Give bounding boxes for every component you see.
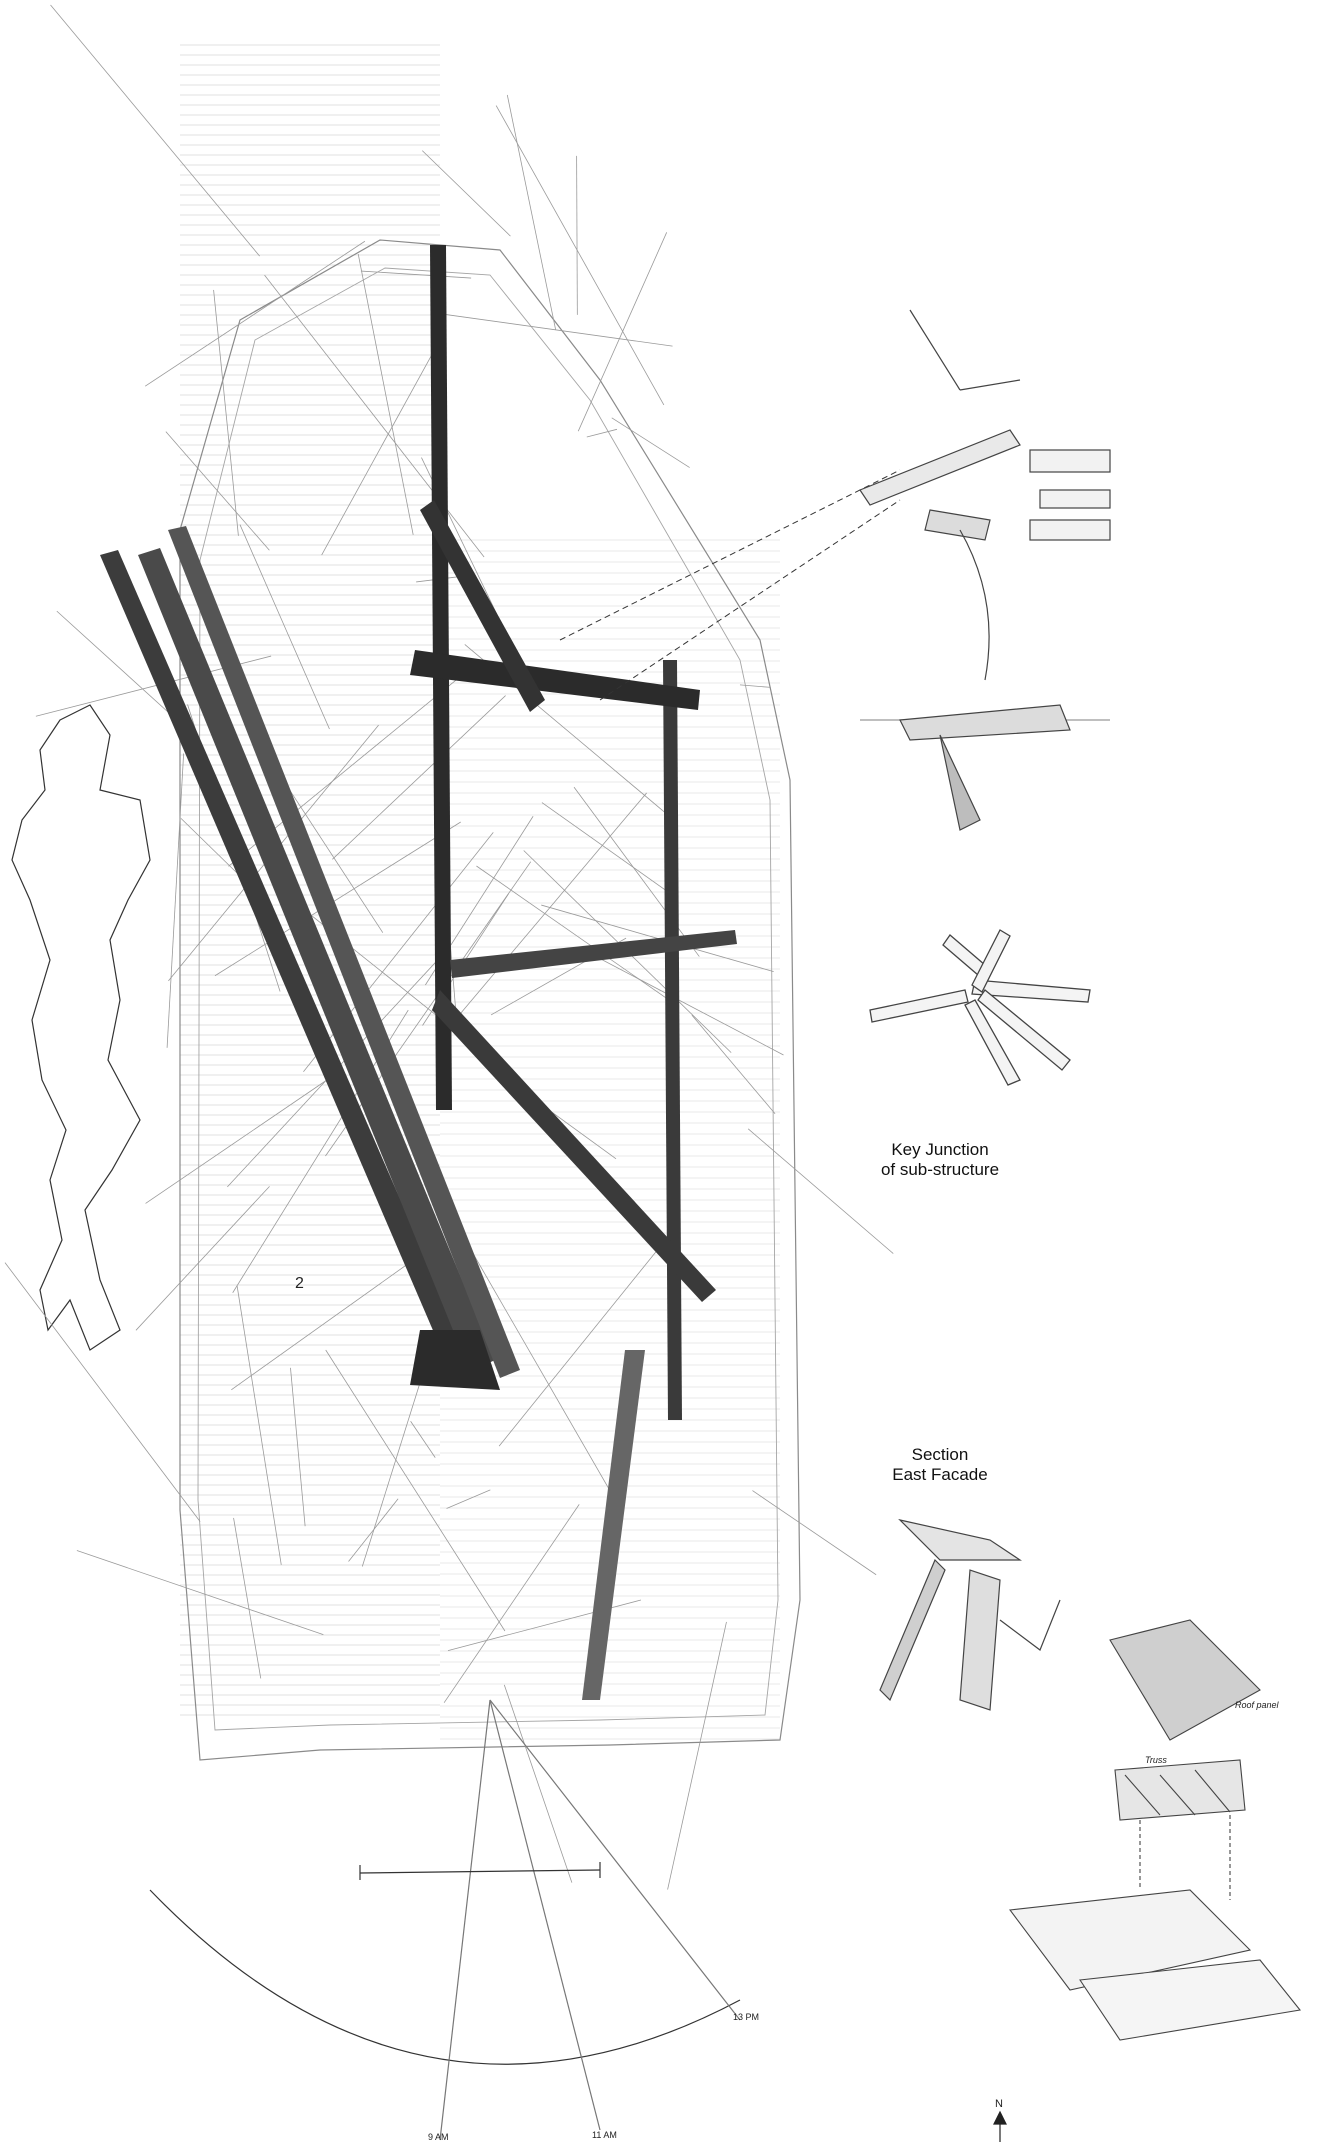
construction-line — [739, 684, 771, 688]
construction-line — [290, 1367, 306, 1527]
junction-sketch-mid — [860, 704, 1110, 831]
building-outline — [179, 239, 801, 1761]
construction-line — [289, 790, 384, 933]
construction-line — [541, 802, 672, 895]
construction-line — [495, 105, 665, 406]
plan-hatch-strip — [180, 44, 780, 1740]
construction-line — [577, 232, 668, 432]
timber-root-base — [410, 1330, 500, 1390]
key-junction-caption-line1: Key Junction — [891, 1140, 989, 1159]
detail-leader-1 — [559, 469, 901, 641]
timber-branch-mid — [450, 930, 737, 978]
time-label-11am: 11 AM — [592, 2130, 617, 2140]
construction-line — [503, 1684, 573, 1883]
axon-note-roof: Roof panel — [1235, 1700, 1279, 1710]
section-caption-line1: Section — [911, 1445, 969, 1464]
construction-line — [667, 1621, 727, 1890]
construction-line — [436, 312, 673, 347]
construction-line — [4, 1262, 201, 1522]
construction-line — [214, 821, 461, 977]
construction-line — [410, 1421, 436, 1458]
exploded-axonometric — [1008, 1619, 1302, 2041]
construction-line — [213, 289, 239, 536]
construction-line — [580, 947, 784, 1056]
construction-line — [50, 4, 260, 257]
key-junction-caption-line2: of sub-structure — [880, 1160, 1000, 1179]
timber-beam-main — [410, 650, 700, 710]
construction-line — [357, 253, 414, 535]
construction-line — [325, 1349, 506, 1632]
construction-line — [348, 1498, 399, 1562]
construction-line — [498, 1233, 672, 1447]
construction-line — [231, 1248, 430, 1391]
time-label-9am: 9 AM — [428, 2132, 449, 2142]
construction-line — [239, 524, 330, 730]
section-caption-line2: East Facade — [892, 1465, 988, 1484]
construction-line — [476, 865, 668, 1000]
timber-diagonal-left-3 — [168, 526, 520, 1378]
sun-arc — [149, 1889, 741, 2065]
construction-line — [506, 94, 556, 330]
north-arrow — [993, 2110, 1007, 2142]
key-junction-star — [869, 929, 1091, 1086]
construction-line — [446, 1489, 491, 1509]
junction-sketch-top — [859, 309, 1111, 681]
construction-line — [421, 150, 511, 237]
timber-diagonal-upper — [420, 500, 545, 712]
construction-line — [446, 792, 647, 1031]
construction-line — [321, 333, 444, 556]
construction-line — [691, 1014, 776, 1115]
timber-column-right — [663, 660, 682, 1420]
section-caption: Section East Facade — [880, 1445, 1000, 1485]
timber-branch-lower — [432, 990, 716, 1302]
time-label-13pm: 13 PM — [733, 2012, 760, 2022]
key-junction-caption: Key Junction of sub-structure — [860, 1140, 1020, 1180]
construction-line — [165, 431, 270, 551]
sun-path-diagram — [149, 1699, 741, 2141]
timber-structure — [100, 245, 737, 1700]
construction-line — [76, 1550, 324, 1636]
construction-line — [135, 1186, 270, 1331]
construction-line — [447, 1599, 642, 1651]
construction-line — [236, 1285, 282, 1565]
timber-strut-right — [582, 1350, 645, 1700]
construction-line — [611, 417, 690, 468]
construction-line — [473, 1253, 618, 1504]
terrain-contour — [11, 704, 151, 1351]
timber-diagonal-left-1 — [100, 550, 470, 1370]
construction-line — [332, 695, 506, 860]
construction-line — [576, 155, 578, 315]
timber-diagonal-left-2 — [138, 548, 495, 1372]
construction-line — [752, 1490, 877, 1576]
construction-line — [443, 1504, 580, 1703]
detail-leader-2 — [599, 499, 901, 701]
construction-line — [166, 753, 185, 1048]
construction-line — [144, 240, 366, 387]
axon-note-truss: Truss — [1145, 1755, 1167, 1765]
dimension-label: 2 — [295, 1275, 304, 1292]
building-outline-inner — [197, 267, 779, 1731]
construction-line — [233, 1517, 262, 1679]
construction-line — [573, 786, 700, 957]
section-east-facade-sketch — [879, 1518, 1061, 1711]
construction-line — [586, 428, 618, 438]
construction-line — [145, 1077, 330, 1204]
construction-line — [360, 270, 472, 279]
north-label: N — [995, 2098, 1003, 2110]
construction-line — [747, 1128, 894, 1254]
